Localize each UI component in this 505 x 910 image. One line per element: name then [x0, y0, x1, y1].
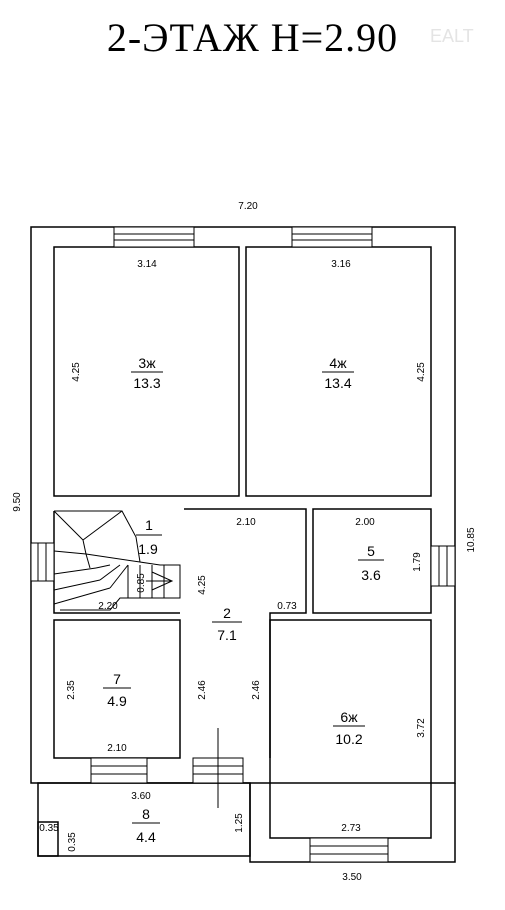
room-1-number: 1: [145, 517, 153, 533]
room-2-number: 2: [223, 605, 231, 621]
room-2-area: 7.1: [217, 627, 237, 643]
dim-overall-height: 9.50: [12, 492, 23, 512]
dim-room7-width: 2.10: [107, 743, 127, 754]
staircase: [53, 510, 181, 611]
plan-title: 2-ЭТАЖ Н=2.90: [106, 15, 399, 60]
room-8-number: 8: [142, 806, 150, 822]
dim-room2-height: 4.25: [197, 575, 208, 595]
dim-room1-height: 0.85: [136, 573, 147, 593]
watermark: EALT: [430, 26, 474, 46]
window-left: [30, 542, 55, 582]
dim-room3-height: 4.25: [71, 362, 82, 382]
windows: [30, 226, 456, 863]
dim-right-height: 10.85: [466, 527, 477, 552]
room-3-area: 13.3: [133, 375, 160, 391]
room-3-number: 3ж: [138, 355, 156, 371]
dim-room5-width: 2.00: [355, 517, 375, 528]
dim-room8-width: 3.60: [131, 791, 151, 802]
window-top-left: [113, 226, 195, 248]
room-8-area: 4.4: [136, 829, 156, 845]
room-2-outline: [184, 508, 307, 758]
room-5-number: 5: [367, 543, 375, 559]
dim-room2-width: 2.10: [236, 517, 256, 528]
room-5-area: 3.6: [361, 567, 381, 583]
window-bottom-room6: [309, 837, 389, 863]
window-top-right: [291, 226, 373, 248]
dim-overall-width: 7.20: [238, 201, 258, 212]
dimensions: 7.20 9.50 10.85 3.50 3.14 4.25 3.16 4.25…: [12, 201, 477, 883]
room-1-area: 1.9: [138, 541, 158, 557]
room-6-outline: [269, 619, 432, 839]
dim-room8-corner: 0.35: [39, 823, 59, 834]
dim-room1-width: 2.20: [98, 601, 118, 612]
dim-room6-left-height: 2.46: [251, 680, 262, 700]
dim-room2-lower-height: 2.46: [197, 680, 208, 700]
dim-room4-height: 4.25: [416, 362, 427, 382]
dim-room8-height: 1.25: [234, 813, 245, 833]
room-4-number: 4ж: [329, 355, 347, 371]
dim-room2-notch: 0.73: [277, 601, 297, 612]
room-6-area: 10.2: [335, 731, 362, 747]
dim-room5-height: 1.79: [412, 552, 423, 572]
room-7-number: 7: [113, 671, 121, 687]
room-labels: 3ж 13.3 4ж 13.4 1 1.9 2 7.1 5 3.6 7 4.9 …: [103, 355, 384, 845]
dim-room6-width: 2.73: [341, 823, 361, 834]
dim-bottom-width: 3.50: [342, 872, 362, 883]
room-6-number: 6ж: [340, 709, 358, 725]
dim-room6-height: 3.72: [416, 718, 427, 738]
window-right: [430, 545, 456, 587]
dim-room8-corner-v: 0.35: [67, 832, 78, 852]
dim-room7-height: 2.35: [66, 680, 77, 700]
window-bottom-room7: [90, 757, 148, 784]
room-7-area: 4.9: [107, 693, 127, 709]
dim-room3-width: 3.14: [137, 259, 157, 270]
room-4-area: 13.4: [324, 375, 351, 391]
dim-room4-width: 3.16: [331, 259, 351, 270]
